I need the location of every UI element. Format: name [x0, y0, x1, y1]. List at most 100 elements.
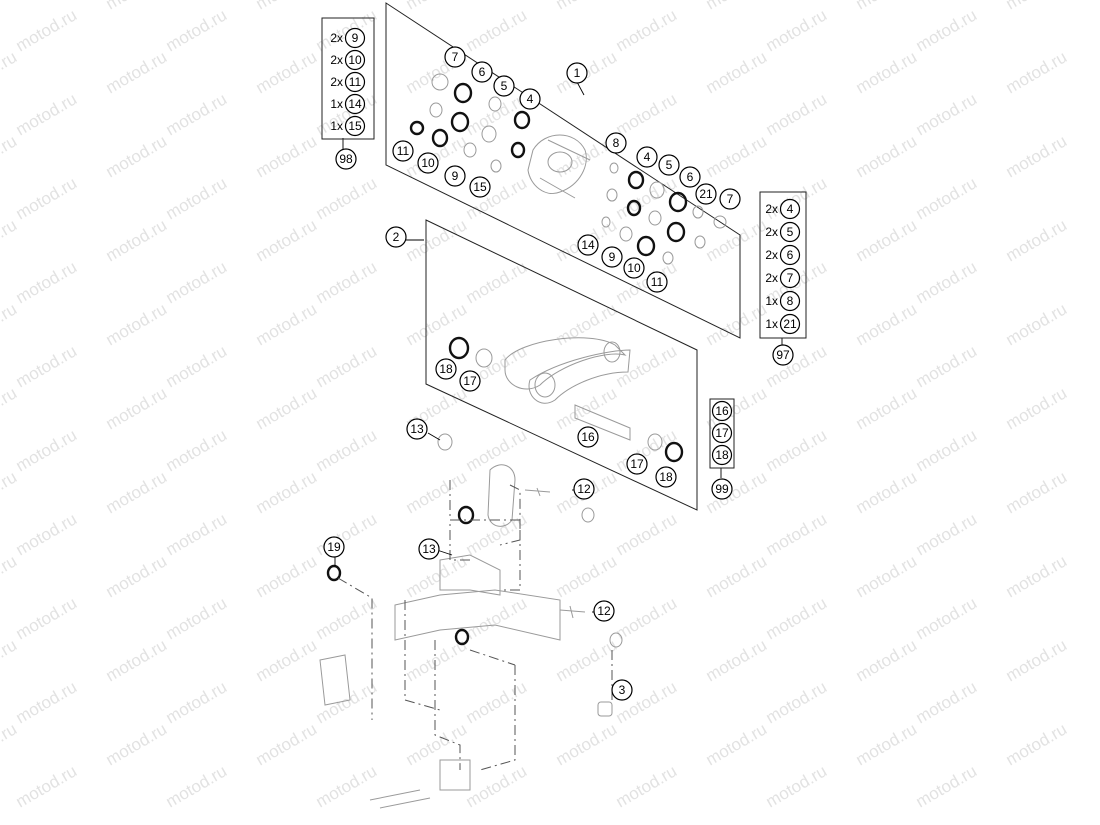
watermark-text: motod.ru	[0, 551, 20, 601]
watermark-text: motod.ru	[1003, 635, 1071, 685]
watermark-text: motod.ru	[0, 131, 20, 181]
svg-text:10: 10	[348, 53, 362, 67]
legend-qty: 1x	[330, 119, 343, 133]
watermark-text: motod.ru	[103, 719, 171, 769]
watermark-text: motod.ru	[763, 425, 831, 475]
watermark-text: motod.ru	[853, 47, 921, 97]
watermark-text: motod.ru	[0, 635, 20, 685]
callout-4: 4	[519, 88, 541, 110]
watermark-text: motod.ru	[163, 341, 231, 391]
watermark-text: motod.ru	[13, 593, 81, 643]
watermark-text: motod.ru	[253, 635, 321, 685]
watermark-text: motod.ru	[403, 215, 471, 265]
callout-6: 6	[471, 61, 493, 83]
legend-total-99: 99	[711, 478, 733, 500]
watermark-text: motod.ru	[13, 5, 81, 55]
legend-box-99	[709, 398, 735, 469]
watermark-text: motod.ru	[163, 5, 231, 55]
watermark-text: motod.ru	[463, 761, 531, 811]
svg-text:11: 11	[349, 75, 362, 89]
watermark-text: motod.ru	[0, 0, 20, 13]
callout-12: 12	[573, 478, 595, 500]
callout-16: 16	[577, 426, 599, 448]
watermark-text: motod.ru	[253, 551, 321, 601]
watermark-text: motod.ru	[853, 467, 921, 517]
svg-text:9: 9	[452, 169, 459, 183]
watermark-text: motod.ru	[1003, 299, 1071, 349]
svg-text:99: 99	[715, 482, 729, 496]
svg-text:12: 12	[597, 604, 611, 618]
callout-7: 7	[444, 46, 466, 68]
callout-13: 13	[418, 538, 440, 560]
callout-6: 6	[679, 166, 701, 188]
watermark-text: motod.ru	[553, 719, 621, 769]
svg-text:7: 7	[727, 192, 734, 206]
watermark-text: motod.ru	[1003, 0, 1071, 13]
callout-17: 17	[626, 453, 648, 475]
svg-text:17: 17	[463, 374, 477, 388]
svg-text:13: 13	[410, 422, 424, 436]
panel-2-parts	[448, 336, 684, 463]
legend-ref-14: 14	[344, 93, 366, 115]
watermark-text: motod.ru	[763, 677, 831, 727]
svg-text:13: 13	[422, 542, 436, 556]
svg-text:4: 4	[787, 202, 794, 216]
legend-ref-6: 6	[779, 244, 801, 266]
svg-text:9: 9	[352, 31, 359, 45]
watermark-text: motod.ru	[163, 89, 231, 139]
watermark-text: motod.ru	[613, 257, 681, 307]
legend-ref-8: 8	[779, 290, 801, 312]
callout-18: 18	[435, 358, 457, 380]
watermark-text: motod.ru	[853, 383, 921, 433]
watermark-text: motod.ru	[403, 299, 471, 349]
callout-4: 4	[636, 146, 658, 168]
watermark-text: motod.ru	[463, 425, 531, 475]
watermark-text: motod.ru	[253, 719, 321, 769]
watermark-text: motod.ru	[763, 5, 831, 55]
watermark-text: motod.ru	[613, 341, 681, 391]
watermark-text: motod.ru	[913, 173, 981, 223]
svg-text:16: 16	[715, 404, 729, 418]
watermark-text: motod.ru	[163, 677, 231, 727]
watermark-text: motod.ru	[703, 635, 771, 685]
watermark-text: motod.ru	[163, 173, 231, 223]
callout-21: 21	[695, 183, 717, 205]
callout-2: 2	[385, 226, 407, 248]
watermark-text: motod.ru	[13, 341, 81, 391]
watermark-text: motod.ru	[613, 593, 681, 643]
panel-linkage	[425, 219, 698, 511]
callout-17: 17	[459, 370, 481, 392]
watermark-text: motod.ru	[913, 761, 981, 811]
watermark-text: motod.ru	[0, 467, 20, 517]
svg-text:17: 17	[715, 426, 729, 440]
watermark-text: motod.ru	[313, 509, 381, 559]
watermark-text: motod.ru	[553, 0, 621, 13]
watermark-text: motod.ru	[0, 215, 20, 265]
watermark-text: motod.ru	[703, 0, 771, 13]
svg-text:12: 12	[577, 482, 591, 496]
legend-ref-7: 7	[779, 267, 801, 289]
svg-text:17: 17	[630, 457, 644, 471]
legend-ref-11: 11	[344, 71, 366, 93]
svg-text:98: 98	[339, 152, 353, 166]
watermark-text: motod.ru	[0, 299, 20, 349]
callout-9: 9	[444, 165, 466, 187]
svg-text:15: 15	[348, 119, 362, 133]
watermark-text: motod.ru	[913, 425, 981, 475]
watermark-text: motod.ru	[1003, 551, 1071, 601]
watermark-text: motod.ru	[163, 593, 231, 643]
watermark-text: motod.ru	[853, 635, 921, 685]
svg-text:18: 18	[439, 362, 453, 376]
legend-ref-21: 21	[779, 313, 801, 335]
watermark-text: motod.ru	[463, 677, 531, 727]
callout-18: 18	[655, 466, 677, 488]
watermark-text: motod.ru	[103, 0, 171, 13]
watermark-text: motod.ru	[313, 89, 381, 139]
watermark-text: motod.ru	[853, 131, 921, 181]
watermark-text: motod.ru	[763, 341, 831, 391]
watermark-text: motod.ru	[313, 5, 381, 55]
watermark-text: motod.ru	[253, 47, 321, 97]
watermark-text: motod.ru	[313, 173, 381, 223]
